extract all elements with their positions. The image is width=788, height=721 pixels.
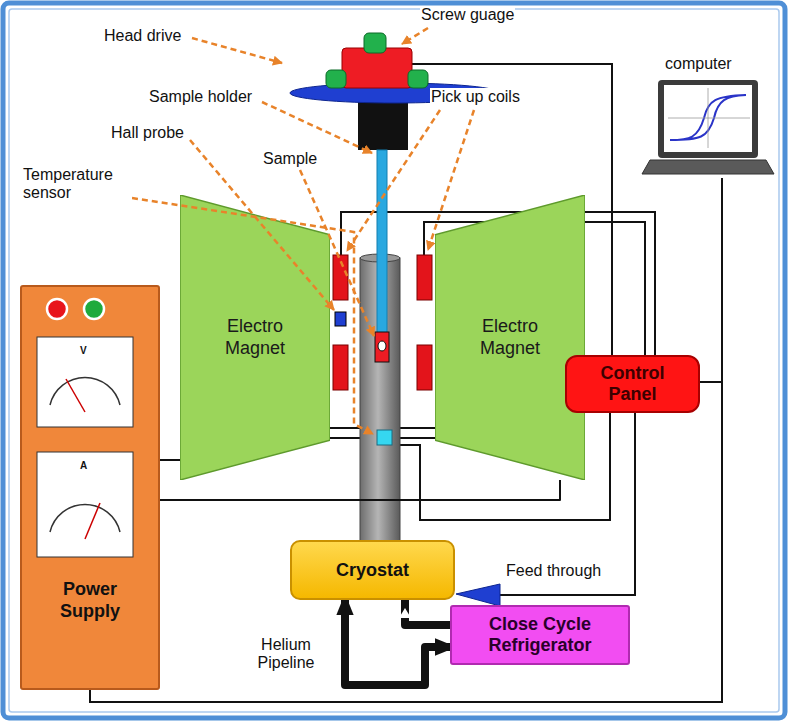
leader-line (428, 110, 474, 250)
power-supply-face (22, 287, 162, 692)
frame-inner (9, 9, 779, 712)
node-label: Power Supply (45, 579, 135, 622)
side-knob (326, 70, 346, 88)
head-drive (342, 48, 412, 88)
node-label: Electro Magnet (205, 316, 305, 359)
hall-probe (335, 312, 346, 326)
cryostat: Cryostat (290, 540, 455, 600)
edge-label: Helium Pipeline (240, 636, 332, 673)
pickup-coil (417, 345, 432, 390)
node-label: Close Cycle Refrigerator (475, 614, 605, 655)
power-wire (160, 480, 560, 500)
feed-through (456, 584, 500, 606)
meter-unit: V (79, 345, 88, 357)
flow-arrow (399, 608, 411, 618)
part-label: Head drive (103, 27, 182, 45)
screw-gauge-knob (364, 33, 386, 53)
leader-line (192, 38, 282, 63)
node-text: Close Cycle Refrigerator (475, 614, 605, 655)
leader-line (300, 170, 374, 336)
node-label: Electro Magnet (460, 316, 560, 359)
leader-line (132, 198, 373, 434)
helium-pipeline (345, 600, 450, 685)
power-wire (160, 459, 180, 461)
node-text: Cryostat (336, 560, 409, 581)
node-text: Control Panel (588, 363, 678, 404)
laptop-display (664, 85, 752, 152)
side-knob (408, 70, 428, 88)
node-text: Power Supply (45, 579, 135, 622)
temperature-sensor (377, 430, 392, 445)
laptop-screen (658, 80, 758, 158)
drive-block (358, 100, 408, 150)
control-panel: Control Panel (565, 355, 700, 413)
leader-line (190, 140, 334, 310)
part-label: computer (664, 55, 733, 73)
part-label: Feed through (505, 562, 602, 580)
sample-holder (377, 150, 387, 335)
sample (375, 332, 389, 362)
part-label: Hall probe (110, 124, 185, 142)
node-label: Cryostat (336, 560, 409, 581)
laptop-base (642, 160, 774, 174)
node-text: Electro Magnet (460, 316, 560, 359)
helium-return-pipe (405, 600, 450, 625)
meter-unit: A (79, 460, 88, 472)
part-label: Screw guage (420, 6, 515, 24)
node-label: Control Panel (588, 363, 678, 404)
wires (90, 64, 722, 702)
pickup-coil (333, 255, 348, 300)
part-label: Pick up coils (430, 88, 521, 106)
part-label: Sample (262, 150, 318, 168)
part-label: Sample holder (148, 88, 253, 106)
power-supply: Power Supply (20, 285, 160, 690)
leader-line (262, 102, 372, 153)
pickup-coil (417, 255, 432, 300)
node-text: Electro Magnet (205, 316, 305, 359)
sample-dot (378, 341, 386, 351)
leader-line (402, 28, 428, 44)
leader-line (347, 110, 440, 251)
electro-magnet: Electro Magnet (180, 195, 330, 480)
electro-magnet: Electro Magnet (435, 195, 585, 480)
refrigerator: Close Cycle Refrigerator (450, 605, 630, 665)
frame (3, 3, 785, 718)
pickup-coil (333, 345, 348, 390)
part-label: Temperature sensor (22, 166, 132, 203)
